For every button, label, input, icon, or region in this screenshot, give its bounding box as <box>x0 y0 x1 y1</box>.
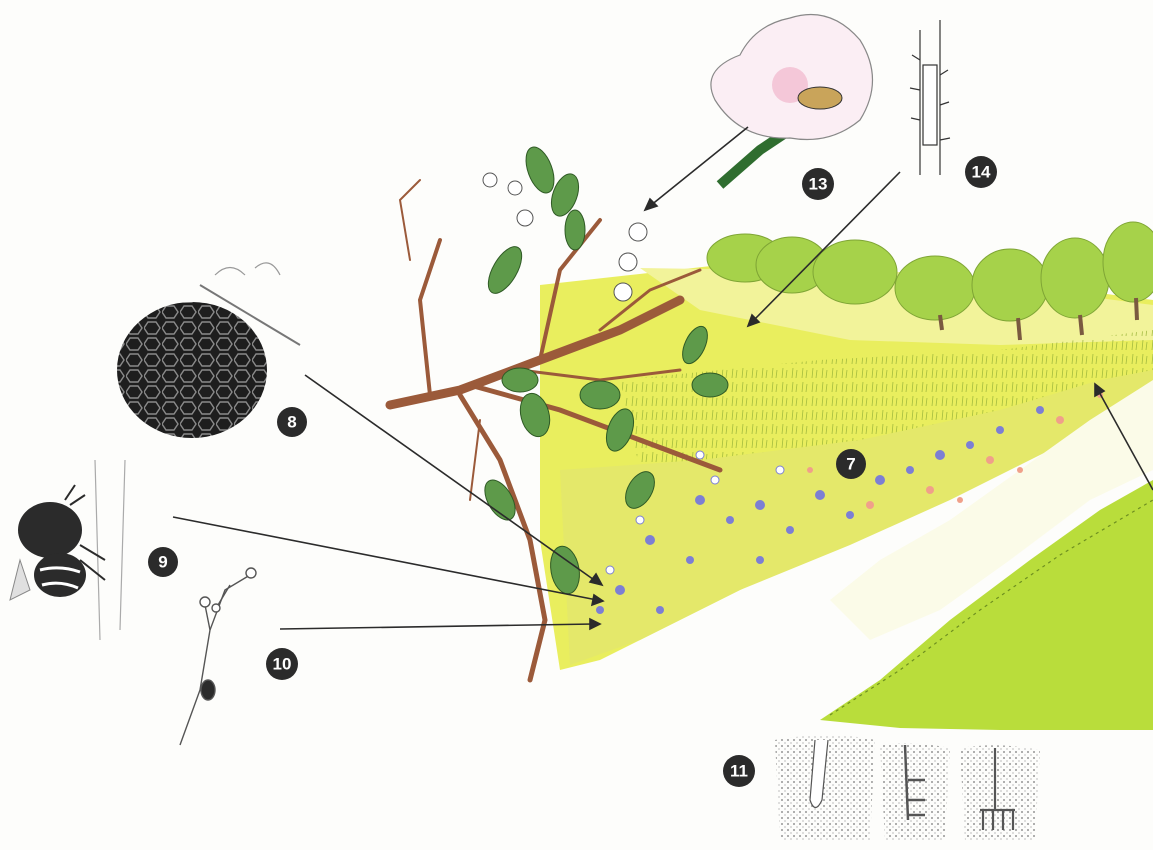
svg-text:10: 10 <box>273 655 292 674</box>
callout-8: 8 <box>277 407 307 437</box>
wasp-nest <box>117 263 300 438</box>
callout-9: 9 <box>148 547 178 577</box>
callout-10: 10 <box>266 648 298 680</box>
svg-text:9: 9 <box>158 553 167 572</box>
svg-text:8: 8 <box>287 413 296 432</box>
svg-text:11: 11 <box>730 762 748 781</box>
callout-13: 13 <box>802 168 834 200</box>
svg-text:13: 13 <box>809 175 828 194</box>
bumblebee <box>10 460 125 640</box>
svg-text:7: 7 <box>846 455 855 474</box>
callout-7: 7 <box>836 449 866 479</box>
callout-14: 14 <box>965 156 997 188</box>
callout-11: 11 <box>723 755 755 787</box>
thorny-stem <box>910 20 950 175</box>
root-burrows <box>775 735 1040 840</box>
rose-blossom-with-bee <box>711 14 873 185</box>
seed-stalk <box>180 568 256 745</box>
svg-text:14: 14 <box>972 163 991 182</box>
